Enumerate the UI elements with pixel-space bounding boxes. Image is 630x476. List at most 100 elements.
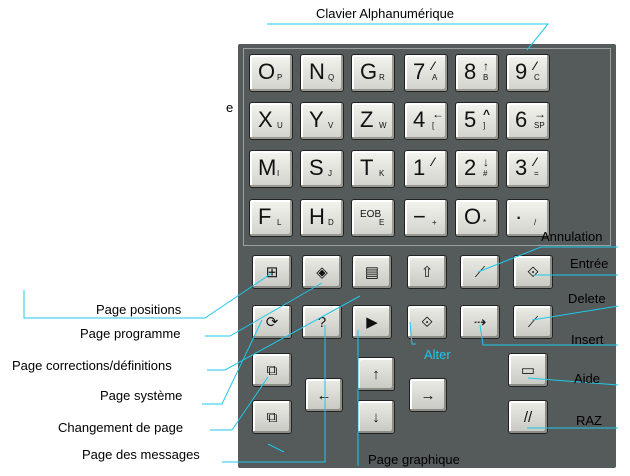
page-programme-key[interactable]: ◈	[302, 255, 342, 289]
raz-label: RAZ	[576, 413, 602, 428]
changement-page-key[interactable]: ⧉	[252, 353, 292, 387]
alphanumeric-key[interactable]: 2 #↓	[455, 150, 499, 188]
insert-label: Insert	[571, 332, 604, 347]
cursor-left-key[interactable]: ←	[305, 378, 343, 412]
key-main-label: X	[258, 107, 273, 132]
key-main-label: O	[258, 59, 276, 84]
key-shift-glyph: ⁄	[534, 59, 537, 73]
key-main-label: EOB	[360, 209, 382, 220]
cursor-down-key[interactable]: ↓	[357, 400, 395, 434]
key-main-label: O	[464, 204, 482, 229]
page-graphique-key[interactable]: ▶	[352, 305, 392, 339]
key-sub-label: W	[379, 121, 387, 130]
page-systeme-key[interactable]: ⟳	[252, 305, 292, 339]
page-messages-key[interactable]: ?	[302, 305, 342, 339]
page-messages-label: Page des messages	[82, 447, 200, 462]
alphanumeric-key[interactable]: −+	[404, 199, 448, 237]
key-main-label: ·	[515, 204, 523, 229]
page-graphique-label: Page graphique	[368, 452, 460, 467]
key-sub-label: [	[432, 121, 435, 130]
key-sub-label: =	[534, 169, 539, 178]
cursor-up-key[interactable]: ↑	[357, 357, 395, 391]
key-main-label: M	[258, 155, 277, 180]
key-shift-glyph: ↓	[483, 155, 489, 169]
diagram-title: Clavier Alphanumérique	[316, 6, 455, 21]
key-main-label: 5	[464, 107, 477, 132]
key-main-label: S	[309, 155, 324, 180]
key-shift-glyph: ⁄	[432, 59, 435, 73]
key-main-label: 6	[515, 107, 528, 132]
key-sub-label: SP	[534, 121, 545, 130]
key-shift-glyph: ←	[432, 107, 444, 121]
key-main-label: H	[309, 204, 325, 229]
page-programme-label: Page programme	[80, 326, 181, 341]
annulation-key[interactable]: ⟋	[460, 255, 500, 289]
key-main-label: 1	[413, 155, 426, 180]
page-change-down-key[interactable]: ⧉	[252, 400, 292, 434]
key-sub-label: /	[534, 218, 537, 227]
delete-label: Delete	[568, 291, 606, 306]
alter-label: Alter	[424, 347, 451, 362]
annulation-label: Annulation	[541, 229, 603, 244]
key-main-label: 2	[464, 155, 477, 180]
key-sub-label: ]	[483, 121, 486, 130]
key-sub-label: +	[432, 218, 437, 227]
key-shift-glyph: ⁄	[534, 155, 537, 169]
arrow-up-big-key[interactable]: ⇧	[407, 255, 447, 289]
alter-key[interactable]: ⟐	[407, 305, 447, 339]
key-main-label: 4	[413, 107, 426, 132]
key-main-label: 3	[515, 155, 528, 180]
entree-key[interactable]: ⟐	[513, 255, 553, 289]
key-sub-label: Q	[328, 73, 335, 82]
page-corrections-key[interactable]: ▤	[352, 255, 392, 289]
key-sub-label: K	[379, 169, 385, 178]
cursor-right-key[interactable]: →	[409, 378, 447, 412]
aide-key[interactable]: ▭	[508, 353, 548, 387]
page-corrections-label: Page corrections/définitions	[12, 358, 172, 373]
key-main-label: 7	[413, 59, 426, 84]
key-sub-label: U	[277, 121, 283, 130]
raz-key[interactable]: //	[508, 400, 548, 434]
key-sub-label: V	[328, 121, 334, 130]
key-main-label: Y	[309, 107, 324, 132]
delete-key[interactable]: ⟋	[513, 305, 553, 339]
key-sub-label: C	[534, 73, 540, 82]
page-systeme-label: Page système	[100, 388, 183, 403]
alphanumeric-key[interactable]: O*	[455, 199, 499, 237]
alphanumeric-key[interactable]: 4 [←	[404, 102, 448, 140]
aide-label: Aide	[574, 371, 601, 386]
key-main-label: F	[258, 204, 272, 229]
stray-character: e	[226, 100, 234, 115]
key-sub-label: #	[483, 169, 488, 178]
alphanumeric-key[interactable]: 1⁄	[404, 150, 448, 188]
entree-label: Entrée	[570, 256, 609, 271]
alphanumeric-key[interactable]: 5]^	[455, 102, 499, 140]
key-shift-glyph: ^	[483, 107, 491, 121]
key-sub-label: I	[277, 169, 280, 178]
key-main-label: −	[413, 204, 426, 229]
alphanumeric-key[interactable]: 3 =⁄	[506, 150, 550, 188]
insert-key[interactable]: ⇢	[460, 305, 500, 339]
key-sub-label: R	[379, 73, 385, 82]
page-positions-key[interactable]: ⊞	[252, 255, 292, 289]
key-shift-glyph: ↑	[483, 59, 489, 73]
key-main-label: T	[360, 155, 374, 180]
key-shift-glyph: ⁄	[432, 155, 435, 169]
alphanumeric-key[interactable]: ·/	[506, 199, 550, 237]
